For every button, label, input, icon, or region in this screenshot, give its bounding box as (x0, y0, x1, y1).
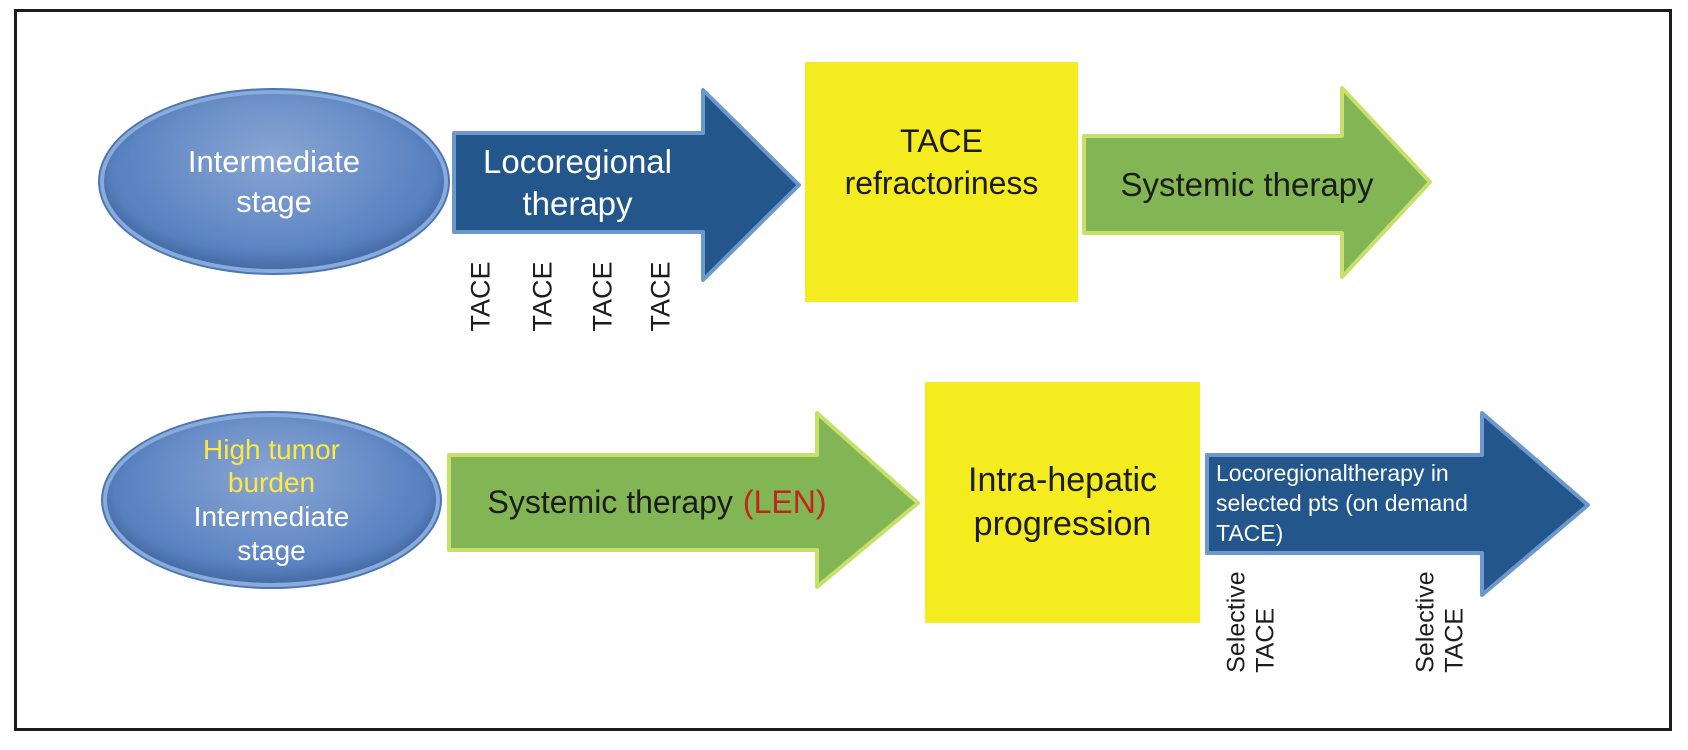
box-line: TACE (900, 122, 983, 159)
len-label: (LEN) (742, 484, 827, 520)
right-arrow-shape (447, 411, 920, 589)
arrow-label-line: therapy (522, 184, 633, 222)
ellipse-line: Intermediate (193, 501, 350, 532)
intra-hepatic-progression-box: Intra-hepatic progression (925, 382, 1200, 623)
arrow-label-line: Locoregional (483, 143, 672, 181)
box-line: progression (973, 504, 1152, 543)
right-arrow-shape (452, 88, 801, 282)
intermediate-stage-ellipse: Intermediate stage (100, 90, 448, 273)
right-arrow-shape (1205, 411, 1590, 597)
locoregional-therapy-arrow-label: Locoregional therapy (452, 133, 703, 232)
ellipse-line: stage (237, 534, 306, 566)
ellipse-line: burden (227, 467, 316, 499)
ellipse-line: stage (236, 183, 312, 219)
arrow-label-text: Systemic therapy (487, 484, 733, 520)
tace-refractoriness-box: TACE refractoriness (805, 62, 1078, 302)
systemic-therapy-len-arrow (447, 411, 920, 589)
right-arrow-shape (1082, 86, 1432, 279)
arrow-label-line: selected pts (on demand (1216, 490, 1468, 516)
box-line: Intra-hepatic (968, 460, 1157, 499)
locoregional-therapy-arrow (452, 88, 801, 282)
high-tumor-burden-stage-ellipse: High tumor burden Intermediate stage (103, 413, 440, 587)
systemic-therapy-arrow-label: Systemic therapy (1085, 136, 1409, 233)
arrow-label-line: Locoregionaltherapy in (1216, 460, 1449, 486)
systemic-therapy-len-arrow-label: Systemic therapy (LEN) (447, 455, 867, 550)
arrow-label-line: Systemic therapy (1120, 165, 1374, 203)
ellipse-line: High tumor (203, 433, 340, 465)
arrow-label-line: TACE) (1216, 520, 1284, 546)
ellipse-line: Intermediate (187, 143, 361, 179)
locoregional-selected-pts-arrow-label: Locoregionaltherapy in selected pts (on … (1216, 458, 1492, 552)
systemic-therapy-arrow (1082, 86, 1432, 279)
locoregional-selected-pts-arrow (1205, 411, 1590, 597)
diagram-frame (14, 9, 1672, 731)
box-line: refractoriness (844, 165, 1039, 201)
